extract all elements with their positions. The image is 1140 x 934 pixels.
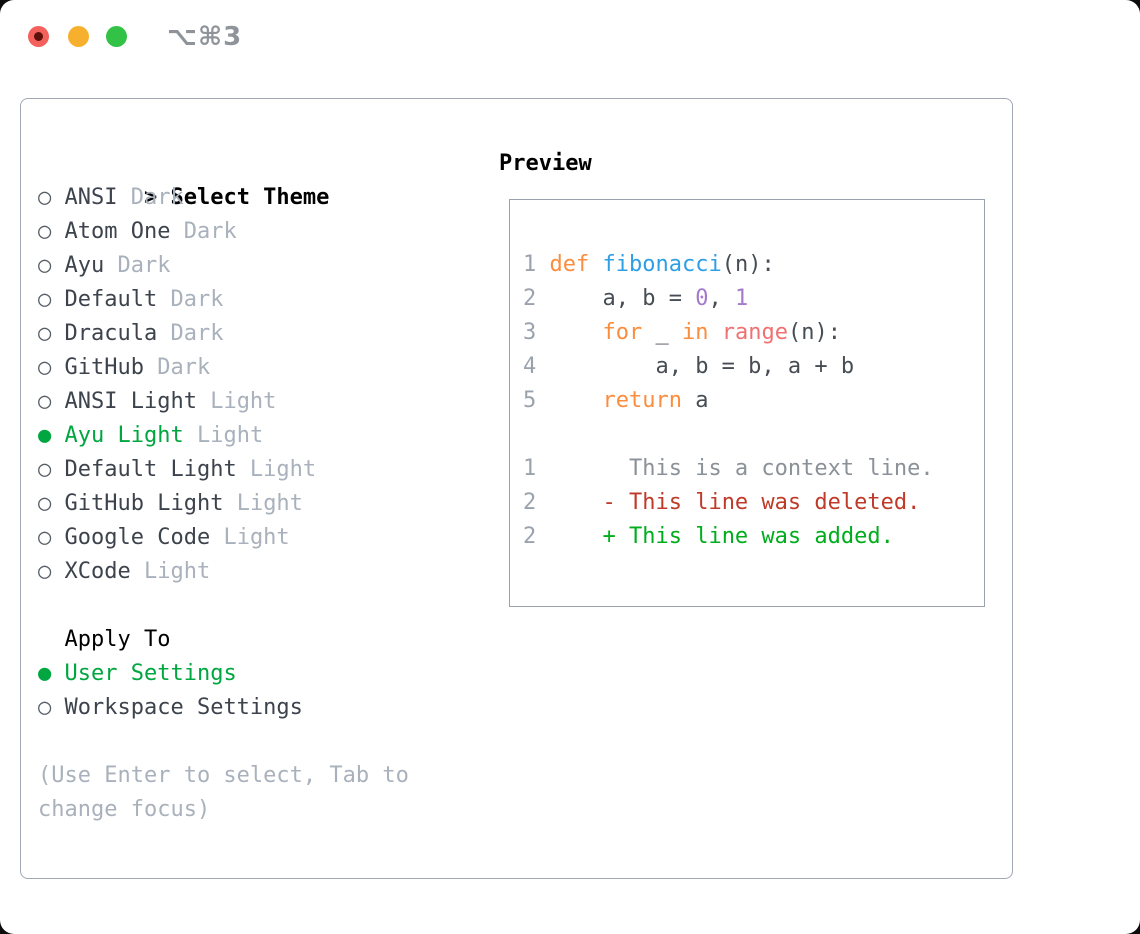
code-line-2: 2 a, b = 0, 1 [523,286,749,311]
theme-option-default[interactable]: ○ Default Dark [38,287,224,312]
blank-line [523,418,934,452]
radio-unselected-icon: ○ [38,389,65,414]
radio-unselected-icon: ○ [38,525,65,550]
code-line-4: 4 a, b = b, a + b [523,354,855,379]
diff-deleted-line: 2 - This line was deleted. [523,490,921,515]
spacer-row [38,589,329,623]
theme-list: ○ ANSI Dark ○ Atom One Dark ○ Ayu Dark ○ De… [38,181,329,589]
cursor-icon: > [143,185,171,210]
radio-unselected-icon: ○ [38,287,65,312]
apply-option-user-settings[interactable]: ● User Settings [38,661,237,686]
minimize-button[interactable] [68,26,89,47]
keyboard-hint: (Use Enter to select, Tab to change focu… [38,763,409,822]
theme-option-xcode[interactable]: ○ XCode Light [38,559,211,584]
theme-option-atom-one[interactable]: ○ Atom One Dark [38,219,237,244]
theme-option-default-light[interactable]: ○ Default Light Light [38,457,317,482]
radio-unselected-icon: ○ [38,253,65,278]
close-dot-icon [34,32,43,41]
radio-unselected-icon: ○ [38,185,65,210]
diff-added-line: 2 + This line was added. [523,524,894,549]
radio-unselected-icon: ○ [38,559,65,584]
theme-option-ayu[interactable]: ○ Ayu Dark [38,253,171,278]
theme-option-ansi[interactable]: ○ ANSI Dark [38,185,184,210]
preview-header: Preview [499,151,592,176]
code-line-5: 5 return a [523,388,709,413]
close-button[interactable] [28,26,49,47]
code-line-3: 3 for _ in range(n): [523,320,841,345]
diff-context-line: 1 This is a context line. [523,456,934,481]
window-title: ⌥⌘3 [167,22,243,52]
radio-selected-icon: ● [38,423,65,448]
radio-unselected-icon: ○ [38,355,65,380]
radio-unselected-icon: ○ [38,321,65,346]
theme-option-dracula[interactable]: ○ Dracula Dark [38,321,224,346]
theme-option-google-code[interactable]: ○ Google Code Light [38,525,290,550]
code-line-1: 1 def fibonacci(n): [523,252,775,277]
radio-unselected-icon: ○ [38,219,65,244]
theme-settings-panel: > Select Theme ○ ANSI Dark ○ Atom One Dar… [20,98,1013,879]
radio-unselected-icon: ○ [38,695,65,720]
apply-to-header: Apply To [38,627,171,652]
theme-picker: > Select Theme ○ ANSI Dark ○ Atom One Dar… [38,147,329,725]
theme-option-ayu-light[interactable]: ● Ayu Light Light [38,423,264,448]
theme-option-ansi-light[interactable]: ○ ANSI Light Light [38,389,277,414]
preview-pane: 1 def fibonacci(n): 2 a, b = 0, 1 3 for _ … [509,199,985,607]
apply-option-workspace-settings[interactable]: ○ Workspace Settings [38,695,303,720]
code-preview: 1 def fibonacci(n): 2 a, b = 0, 1 3 for _ … [523,248,934,554]
theme-option-github-light[interactable]: ○ GitHub Light Light [38,491,303,516]
apply-to-list: ● User Settings ○ Workspace Settings [38,657,329,725]
zoom-button[interactable] [106,26,127,47]
radio-unselected-icon: ○ [38,491,65,516]
theme-option-github[interactable]: ○ GitHub Dark [38,355,211,380]
select-theme-header: > Select Theme [143,185,330,210]
radio-selected-icon: ● [38,661,65,686]
radio-unselected-icon: ○ [38,457,65,482]
